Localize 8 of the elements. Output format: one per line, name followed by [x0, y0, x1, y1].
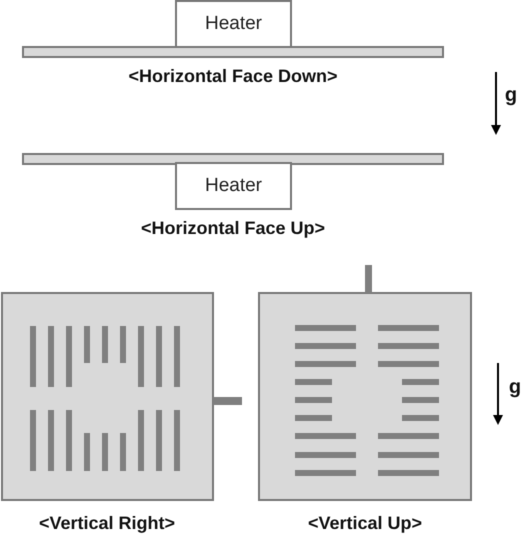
panel-caption: <Horizontal Face Up>: [140, 218, 326, 239]
gravity-symbol: g: [504, 84, 518, 107]
gravity-symbol: g: [508, 376, 522, 399]
panel-caption: <Horizontal Face Down>: [128, 66, 338, 87]
heater-box: Heater: [175, 0, 292, 48]
panel-caption: <Vertical Right>: [38, 513, 176, 534]
panel-caption: <Vertical Up>: [308, 513, 422, 534]
heater-box: Heater: [175, 162, 292, 210]
